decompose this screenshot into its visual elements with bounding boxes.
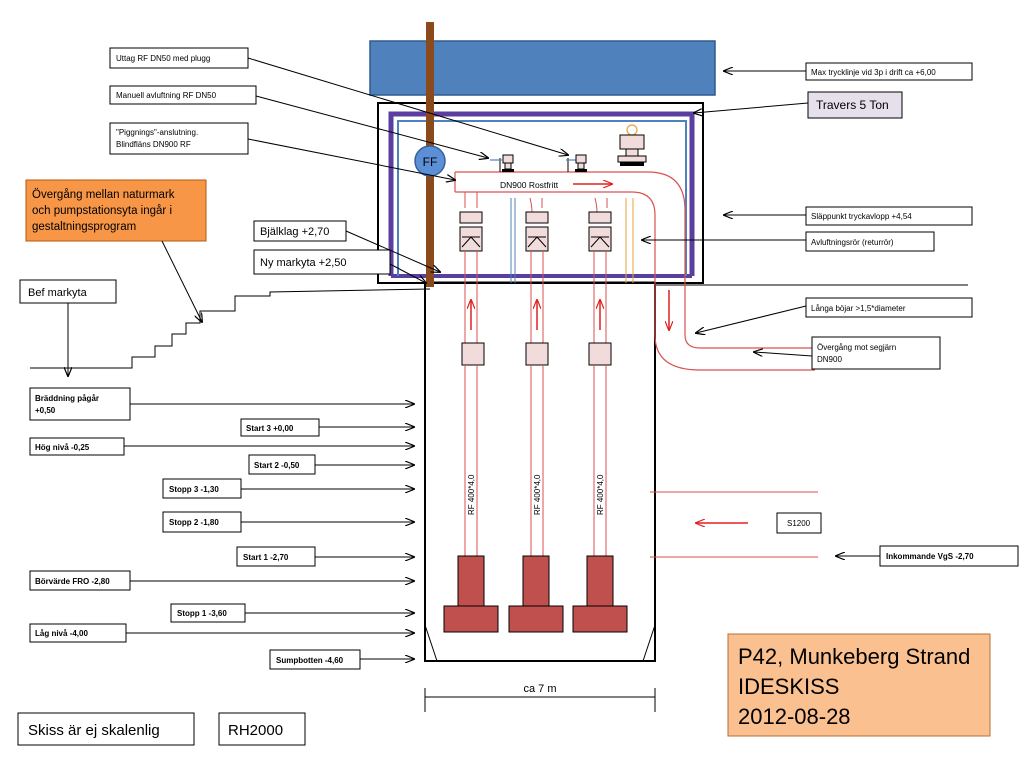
braddning-text-1: Bräddning pågår: [35, 394, 99, 403]
piggnings-text-1: "Piggnings"-anslutning.: [116, 128, 198, 137]
bjalklag-text: Bjälklag +2,70: [260, 226, 329, 238]
avluftning-text: Avluftningsrör (returrör): [811, 238, 894, 247]
avluftning-box: [805, 231, 935, 252]
roof-block: [369, 40, 716, 96]
start2-text: Start 2 -0,50: [254, 461, 300, 470]
inner-wall: [388, 111, 695, 276]
manuell-text: Manuell avluftning RF DN50: [116, 91, 217, 100]
pump-well: [424, 282, 656, 662]
overgang-seg-leader: [754, 352, 813, 356]
braddning-box: [29, 387, 131, 421]
langa-bojar-text: Långa böjar >1,5*diameter: [811, 304, 906, 313]
pump-column-1: [443, 192, 499, 633]
bjalklag-leader: [345, 230, 440, 272]
well-chamfer-left: [424, 624, 438, 662]
dimension-label: ca 7 m: [523, 683, 556, 695]
pump-column-3: [572, 197, 628, 633]
header-pipe-bottom: [455, 191, 815, 371]
travers-text: Travers 5 Ton: [816, 98, 889, 112]
start3-text: Start 3 +0,00: [246, 424, 294, 433]
slappunkt-text: Släppunkt tryckavlopp +4,54: [811, 212, 912, 221]
overgang-natur-text-2: och pumpstationsyta ingår i: [32, 205, 172, 217]
inkommande-text: Inkommande VgS -2,70: [886, 552, 974, 561]
rh-box: [218, 712, 306, 746]
uttag-leader: [247, 57, 568, 155]
travers-leader: [694, 102, 809, 113]
s1200-text: S1200: [787, 519, 811, 528]
borvarde-text: Börvärde FRO -2,80: [35, 577, 110, 586]
manuell-box: [109, 85, 257, 105]
header-pipe-top: [455, 171, 815, 349]
overgang-natur-box: [25, 179, 207, 242]
lag-niva-text: Låg nivå -4,00: [35, 629, 88, 638]
title-block: [727, 633, 991, 737]
valve-dn50-uttag: [490, 154, 514, 172]
piggnings-box: [109, 122, 249, 155]
pipe-label-2: RF 400*4,0: [533, 474, 542, 515]
overgang-natur-text-3: gestaltningsprogram: [32, 221, 136, 233]
s1200-box: [776, 512, 822, 534]
title-line-3: 2012-08-28: [738, 704, 851, 729]
start1-text: Start 1 -2,70: [243, 553, 289, 562]
overgang-seg-text-1: Övergång mot segjärn: [817, 343, 896, 352]
dn900-label: DN900 Rostfritt: [500, 180, 559, 190]
slappunkt-box: [805, 206, 973, 226]
title-line-1: P42, Munkeberg Strand: [738, 644, 970, 669]
stopp2-text: Stopp 2 -1,80: [169, 518, 219, 527]
langa-bojar-leader: [696, 305, 807, 333]
title-line-2: IDESKISS: [738, 674, 839, 699]
skiss-text: Skiss är ej skalenlig: [28, 722, 160, 739]
stopp1-text: Stopp 1 -3,60: [177, 609, 227, 618]
rh-text: RH2000: [228, 722, 283, 739]
sumpbotten-text: Sumpbotten -4,60: [276, 656, 344, 665]
overgang-natur-text-1: Övergång mellan naturmark: [32, 189, 175, 201]
overgang-natur-leader: [161, 240, 202, 322]
pipe-label-1: RF 400*4,0: [467, 474, 476, 515]
piggnings-text-2: Blindfläns DN900 RF: [116, 140, 191, 149]
hog-niva-text: Hög nivå -0,25: [35, 443, 90, 452]
ff-label: FF: [423, 155, 438, 169]
ny-markyta-text: Ny markyta +2,50: [260, 257, 347, 269]
braddning-text-2: +0,50: [35, 406, 56, 415]
piggnings-leader: [247, 138, 455, 180]
langa-bojar-box: [805, 297, 973, 318]
ff-icon: [414, 145, 446, 177]
stopp3-text: Stopp 3 -1,30: [169, 485, 219, 494]
skiss-box: [17, 712, 195, 746]
overgang-seg-box: [811, 336, 941, 370]
stair-terrain: [30, 288, 431, 369]
manuell-leader: [255, 95, 488, 158]
bef-markyta-text: Bef markyta: [28, 287, 88, 299]
well-chamfer-right: [642, 624, 656, 662]
pipe-label-3: RF 400*4,0: [596, 474, 605, 515]
uttag-text: Uttag RF DN50 med plugg: [116, 54, 210, 63]
travers-box: [807, 91, 903, 119]
travers-rail: [397, 120, 687, 276]
valve-dn50-manuell: [566, 154, 587, 172]
overgang-seg-text-2: DN900: [817, 355, 842, 364]
pump-column-2: [508, 197, 564, 633]
valve-large: [617, 124, 647, 166]
ny-markyta-leader: [389, 263, 426, 283]
max-tryck-text: Max trycklinje vid 3p i drift ca +6,00: [811, 68, 936, 77]
ny-markyta-box: [253, 249, 391, 275]
